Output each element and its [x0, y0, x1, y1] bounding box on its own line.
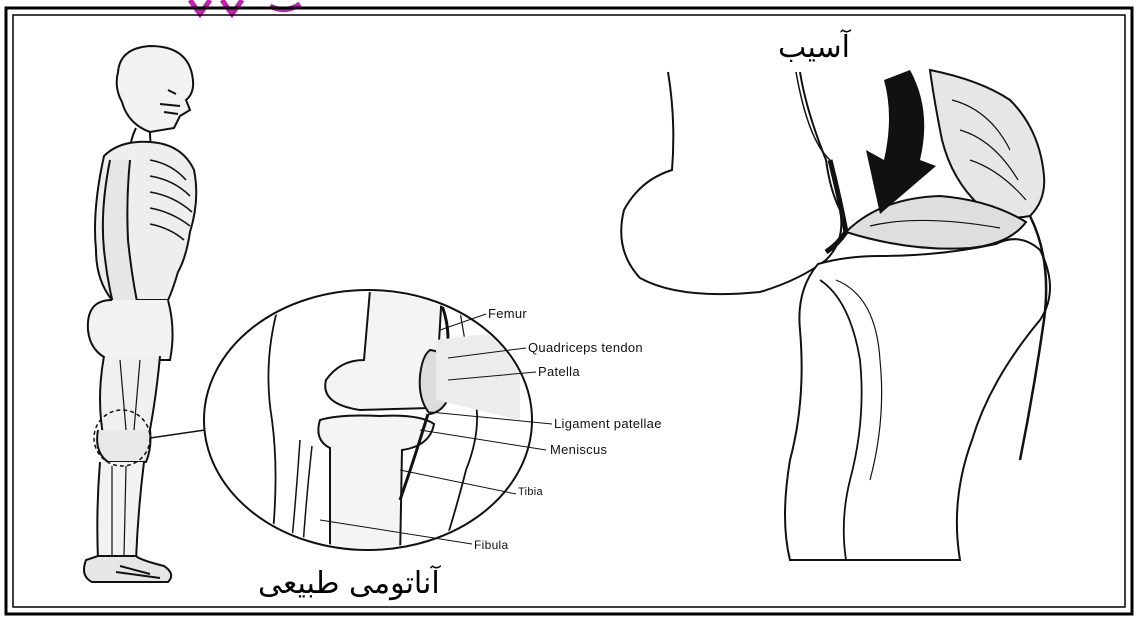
- label-patella: Patella: [538, 364, 580, 379]
- label-tibia: Tibia: [518, 486, 543, 498]
- normal-anatomy-title: آناتومی طبیعی: [258, 566, 440, 601]
- label-ligament-patellae: Ligament patellae: [554, 416, 662, 431]
- injury-title: آسیب: [778, 30, 850, 65]
- label-quadriceps-tendon: Quadriceps tendon: [528, 340, 643, 355]
- magnify-leader-line: [150, 430, 205, 438]
- label-femur: Femur: [488, 306, 527, 321]
- label-fibula: Fibula: [474, 538, 508, 552]
- injured-knee-closeup: [621, 70, 1050, 560]
- label-meniscus: Meniscus: [550, 442, 607, 457]
- standing-skeleton-figure: [84, 46, 196, 582]
- injury-arrow: [866, 70, 936, 214]
- magnified-knee-detail: [204, 290, 532, 560]
